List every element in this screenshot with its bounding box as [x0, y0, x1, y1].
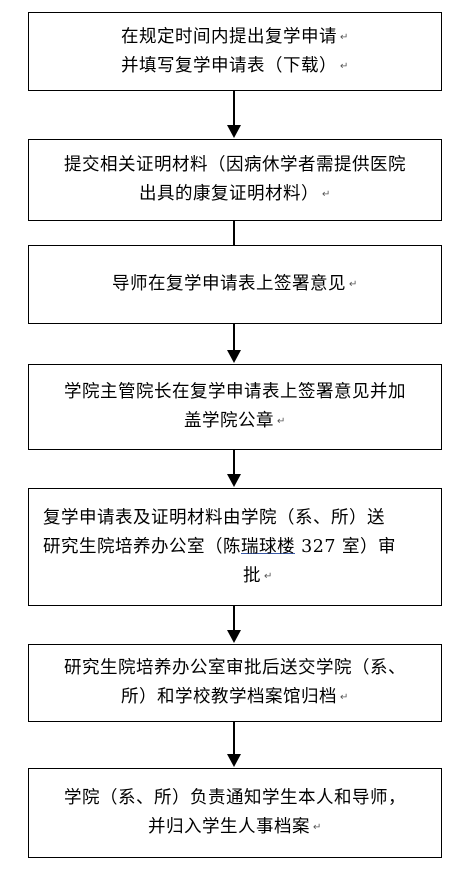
- step-7-line-1-text: 学院（系、所）负责通知学生本人和导师，: [64, 788, 406, 808]
- arrow-down-icon: [224, 324, 244, 364]
- paragraph-mark-icon: ↵: [340, 692, 349, 703]
- step-4-line-1: 学院主管院长在复学申请表上签署意见并加: [43, 378, 427, 407]
- step-3-text: 导师在复学申请表上签署意见↵: [43, 270, 427, 299]
- step-1-line-1-text: 在规定时间内提出复学申请: [121, 26, 338, 47]
- step-4-line-2-text: 盖学院公章: [184, 411, 275, 431]
- step-6-line-2: 所）和学校教学档案馆归档↵: [43, 683, 427, 712]
- step-2-line-2: 出具的康复证明材料）↵: [43, 180, 427, 209]
- paragraph-mark-icon: ↵: [313, 822, 322, 833]
- step-5-box: 复学申请表及证明材料由学院（系、所）送 研究生院培养办公室（陈瑞球楼 327 室…: [28, 488, 442, 606]
- paragraph-mark-icon: ↵: [340, 31, 349, 43]
- paragraph-mark-icon: ↵: [349, 279, 358, 290]
- step-6-text: 研究生院培养办公室审批后送交学院（系、 所）和学校教学档案馆归档↵: [43, 654, 427, 712]
- step-2-box: 提交相关证明材料（因病休学者需提供医院 出具的康复证明材料）↵: [28, 139, 442, 221]
- step-1-text: 在规定时间内提出复学申请↵ 并填写复学申请表（下载）↵: [43, 23, 427, 81]
- step-3-line-1: 导师在复学申请表上签署意见↵: [43, 270, 427, 299]
- step-6-line-1: 研究生院培养办公室审批后送交学院（系、: [43, 654, 427, 683]
- step-5-line-1: 复学申请表及证明材料由学院（系、所）送: [43, 507, 385, 528]
- step-4-text: 学院主管院长在复学申请表上签署意见并加 盖学院公章↵: [43, 378, 427, 436]
- paragraph-mark-icon: ↵: [340, 60, 349, 72]
- arrow-down-icon: [224, 722, 244, 768]
- arrow-down-icon: [224, 91, 244, 139]
- step-4-line-1-text: 学院主管院长在复学申请表上签署意见并加: [64, 382, 406, 402]
- step-1-box: 在规定时间内提出复学申请↵ 并填写复学申请表（下载）↵: [28, 12, 442, 91]
- step-2-text: 提交相关证明材料（因病休学者需提供医院 出具的康复证明材料）↵: [43, 151, 427, 209]
- step-7-box: 学院（系、所）负责通知学生本人和导师， 并归入学生人事档案↵: [28, 768, 442, 858]
- step-7-line-2-text: 并归入学生人事档案: [148, 817, 311, 837]
- step-4-box: 学院主管院长在复学申请表上签署意见并加 盖学院公章↵: [28, 364, 442, 450]
- step-2-line-1: 提交相关证明材料（因病休学者需提供医院: [43, 151, 427, 180]
- paragraph-mark-icon: ↵: [322, 189, 331, 200]
- step-7-line-2: 并归入学生人事档案↵: [43, 813, 427, 842]
- step-1-line-2-text: 并填写复学申请表（下载）: [121, 55, 338, 76]
- step-6-line-2-text: 所）和学校教学档案馆归档: [121, 687, 338, 707]
- step-1-line-2: 并填写复学申请表（下载）↵: [43, 52, 427, 81]
- step-7-line-1: 学院（系、所）负责通知学生本人和导师，: [43, 784, 427, 813]
- step-6-box: 研究生院培养办公室审批后送交学院（系、 所）和学校教学档案馆归档↵: [28, 644, 442, 722]
- paragraph-mark-icon: ↵: [277, 416, 286, 427]
- step-5-line-2: 研究生院培养办公室（陈瑞球楼 327 室）审: [43, 533, 427, 562]
- step-1-line-1: 在规定时间内提出复学申请↵: [43, 23, 427, 52]
- arrow-down-icon: [224, 450, 244, 488]
- step-5-line-2-suffix: 327 室）审: [295, 536, 397, 557]
- step-5-building-name: 瑞球楼: [241, 536, 295, 557]
- arrow-down-icon: [224, 606, 244, 644]
- step-6-line-1-text: 研究生院培养办公室审批后送交学院（系、: [64, 658, 406, 678]
- step-5-text: 复学申请表及证明材料由学院（系、所）送 研究生院培养办公室（陈瑞球楼 327 室…: [43, 504, 427, 591]
- step-5-line-3-text: 批: [243, 565, 261, 586]
- step-7-text: 学院（系、所）负责通知学生本人和导师， 并归入学生人事档案↵: [43, 784, 427, 842]
- paragraph-mark-icon: ↵: [264, 570, 273, 582]
- step-2-line-2-text: 出具的康复证明材料）: [139, 184, 320, 204]
- step-5-line-2-prefix: 研究生院培养办公室（陈: [43, 536, 241, 557]
- step-3-box: 导师在复学申请表上签署意见↵: [28, 245, 442, 324]
- step-2-line-1-text: 提交相关证明材料（因病休学者需提供医院: [64, 155, 406, 175]
- step-5-line-3: 批↵: [43, 562, 427, 591]
- step-4-line-2: 盖学院公章↵: [43, 407, 427, 436]
- step-3-line-1-text: 导师在复学申请表上签署意见: [112, 274, 347, 294]
